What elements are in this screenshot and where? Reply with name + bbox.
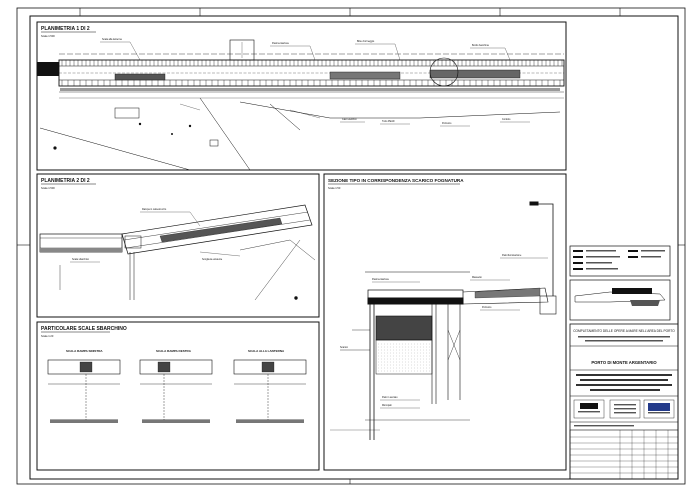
- frame-ticks: [17, 8, 685, 484]
- project-location: PORTO DI MONTE ARGENTARIO: [591, 360, 657, 365]
- svg-text:Scarico: Scarico: [340, 346, 349, 349]
- svg-text:Pozzetto: Pozzetto: [482, 306, 492, 309]
- ground-lines: [39, 97, 561, 171]
- svg-text:Tubo PEAD: Tubo PEAD: [382, 120, 395, 123]
- svg-text:Palo illuminazione: Palo illuminazione: [502, 254, 522, 257]
- svg-text:Scala 1:50: Scala 1:50: [328, 186, 341, 190]
- svg-text:Scala 1:20: Scala 1:20: [41, 334, 54, 338]
- svg-text:Pozzetto: Pozzetto: [442, 122, 452, 125]
- panel-middle-left: PLANIMETRIA 2 DI 2 Scala 1:500 Rampa in …: [36, 173, 320, 318]
- sub-view-2: SCALA RAMPA DESTRA: [139, 349, 213, 423]
- mr-callouts: [372, 257, 548, 409]
- svg-text:Scala sbarchino: Scala sbarchino: [72, 258, 90, 261]
- sub-view-2-title: SCALA RAMPA DESTRA: [156, 349, 192, 353]
- svg-text:Cordolo: Cordolo: [502, 118, 511, 121]
- svg-text:Scala alla lanterna: Scala alla lanterna: [102, 38, 122, 41]
- sub-view-3-title: SCALA ALLA LANTERNA: [248, 349, 285, 353]
- panel-middle-right-title: SEZIONE TIPO IN CORRISPONDENZA SCARICO F…: [328, 178, 464, 183]
- panel-top: PLANIMETRIA 1 DI 2 Scala 1:500: [36, 21, 567, 171]
- svg-text:Scala 1:500: Scala 1:500: [41, 34, 55, 38]
- svg-text:Palo in acciaio: Palo in acciaio: [382, 396, 398, 399]
- revision-table: [569, 429, 679, 480]
- outer-frame: [16, 7, 686, 485]
- top-small-labels: Scala alla lanterna Pavimentazione Bitte…: [102, 38, 511, 125]
- svg-text:Micropali: Micropali: [382, 404, 392, 407]
- panel-bottom-left-title: PARTICOLARE SCALE SBARCHINO: [41, 326, 127, 332]
- project-title: COMPLETAMENTO DELLE OPERE A MARE NELL'AR…: [573, 329, 675, 333]
- quay-plan-2: [39, 204, 316, 301]
- sub-view-3: SCALA ALLA LANTERNA: [233, 349, 307, 423]
- svg-text:Rampa in calcestruzzo: Rampa in calcestruzzo: [142, 208, 167, 211]
- ml-callouts: [70, 211, 241, 263]
- svg-text:Pavimentazione: Pavimentazione: [372, 278, 390, 281]
- ml-small-labels: Rampa in calcestruzzo Scogliera esistent…: [72, 208, 223, 261]
- svg-text:Bitte d'ormeggio: Bitte d'ormeggio: [357, 40, 375, 43]
- panel-top-title: PLANIMETRIA 1 DI 2: [41, 26, 90, 32]
- top-symbols: [53, 122, 192, 150]
- sub-view-1-title: SCALA RAMPA SINISTRA: [66, 349, 103, 353]
- legend-box: [569, 245, 671, 277]
- top-callouts: [100, 41, 530, 127]
- quay-plan: [37, 39, 565, 99]
- title-block: COMPLETAMENTO DELLE OPERE A MARE NELL'AR…: [569, 245, 679, 480]
- key-plan: [569, 279, 671, 321]
- svg-text:Cavo elettrico: Cavo elettrico: [342, 118, 357, 121]
- svg-text:Bordo banchina: Bordo banchina: [472, 44, 489, 47]
- svg-text:Pavimentazione: Pavimentazione: [272, 42, 290, 45]
- logos: [573, 399, 675, 419]
- inner-frame: [29, 15, 679, 480]
- panel-middle-left-title: PLANIMETRIA 2 DI 2: [41, 178, 90, 184]
- mr-small-labels: Pavimentazione Massetto Palo illuminazio…: [340, 254, 522, 407]
- panel-bottom-left: PARTICOLARE SCALE SBARCHINO Scala 1:20 S…: [36, 321, 320, 471]
- svg-text:Scala 1:500: Scala 1:500: [41, 186, 55, 190]
- panel-middle-right: SEZIONE TIPO IN CORRISPONDENZA SCARICO F…: [323, 173, 567, 471]
- svg-text:Massetto: Massetto: [472, 276, 482, 279]
- sub-view-1: SCALA RAMPA SINISTRA: [47, 349, 121, 423]
- svg-text:Scogliera esistente: Scogliera esistente: [202, 258, 223, 261]
- section-drawing: [330, 201, 557, 440]
